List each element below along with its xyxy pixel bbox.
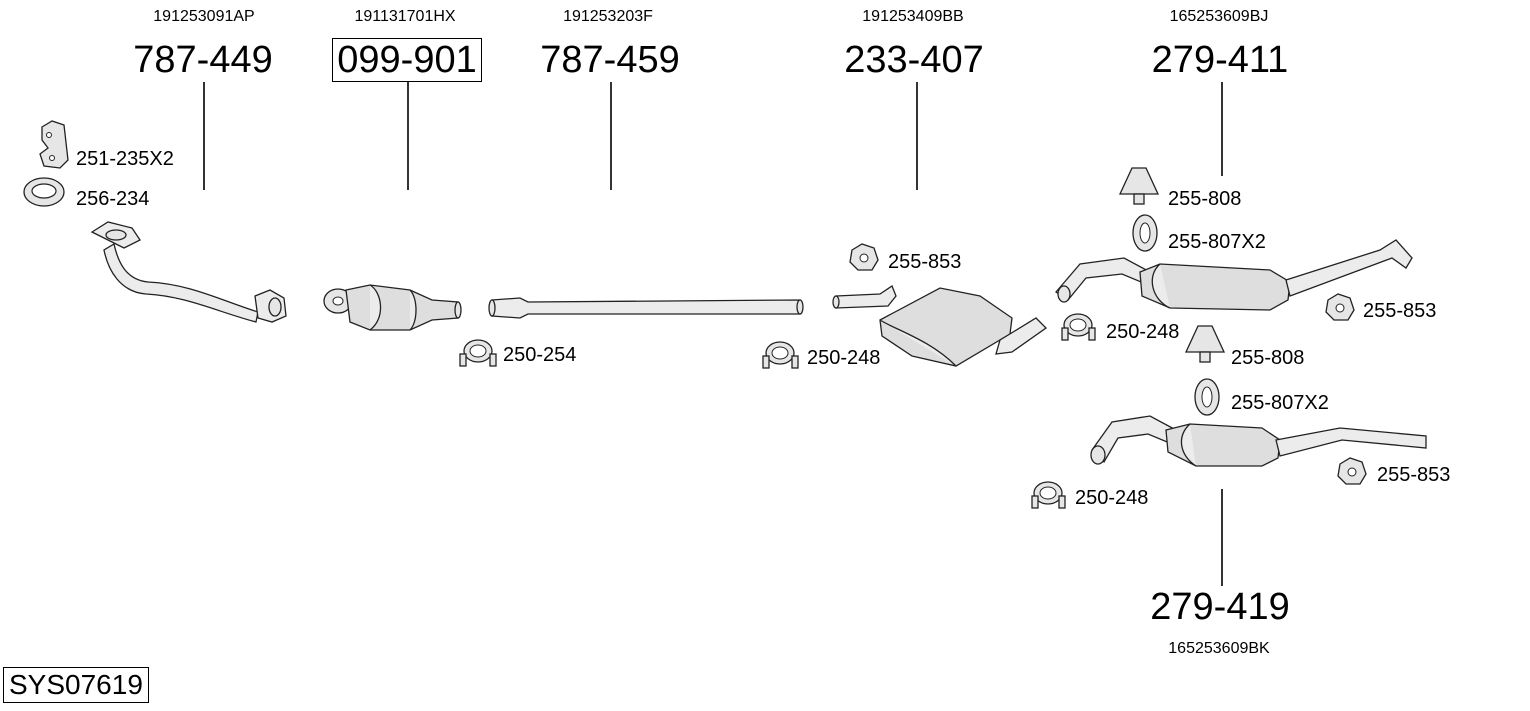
accessory-label[interactable]: 255-853 [1377,464,1451,486]
catalytic-converter-illustration[interactable] [323,284,462,331]
rubber-ring-icon [1194,378,1220,416]
part-number-catalytic-converter[interactable]: 099-901 [297,38,517,82]
rubber-hanger-icon [1118,167,1160,205]
rubber-mount-icon [1337,457,1367,485]
accessory-label[interactable]: 255-808 [1168,188,1242,210]
rubber-ring-icon [1132,214,1158,252]
oem-number-middle-silencer: 191253409BB [862,8,964,25]
clamp-icon [762,341,799,369]
front-pipe-illustration[interactable] [90,221,287,323]
part-number-catalytic-converter-label: 099-901 [332,38,482,82]
rear-silencer-upper-illustration[interactable] [1055,239,1413,311]
accessory-label[interactable]: 255-807X2 [1231,392,1329,414]
accessory-label[interactable]: 251-235X2 [76,148,174,170]
part-number-intermediate-pipe[interactable]: 787-459 [540,39,680,81]
accessory-label[interactable]: 250-254 [503,344,577,366]
accessory-label[interactable]: 255-853 [888,251,962,273]
gasket-ring-icon [23,177,65,207]
clamp-icon [459,339,497,367]
part-number-rear-silencer-upper[interactable]: 279-411 [1151,39,1289,81]
clamp-icon [1031,481,1066,509]
accessory-label[interactable]: 256-234 [76,188,150,210]
bolt-plate-icon [39,120,69,169]
clamp-icon [1061,313,1096,341]
oem-number-rear-silencer-lower: 165253609BK [1168,640,1270,657]
oem-number-rear-silencer-upper: 165253609BJ [1169,8,1269,25]
rear-silencer-lower-illustration[interactable] [1090,415,1427,467]
oem-number-intermediate-pipe: 191253203F [563,8,653,25]
rubber-mount-icon [1325,293,1355,321]
rubber-mount-icon [849,243,879,271]
oem-number-catalytic-converter: 191131701HX [354,8,456,25]
oem-number-front-pipe: 191253091AP [153,8,255,25]
accessory-label[interactable]: 250-248 [1075,487,1149,509]
accessory-label[interactable]: 250-248 [1106,321,1180,343]
accessory-label[interactable]: 255-853 [1363,300,1437,322]
accessory-label[interactable]: 250-248 [807,347,881,369]
part-number-middle-silencer[interactable]: 233-407 [844,39,984,81]
intermediate-pipe-illustration[interactable] [488,297,804,319]
middle-silencer-illustration[interactable] [832,285,1048,367]
system-code: SYS07619 [3,667,149,703]
accessory-label[interactable]: 255-807X2 [1168,231,1266,253]
part-number-rear-silencer-lower[interactable]: 279-419 [1150,586,1290,628]
accessory-label[interactable]: 255-808 [1231,347,1305,369]
part-number-front-pipe[interactable]: 787-449 [133,39,273,81]
rubber-hanger-icon [1184,325,1226,363]
